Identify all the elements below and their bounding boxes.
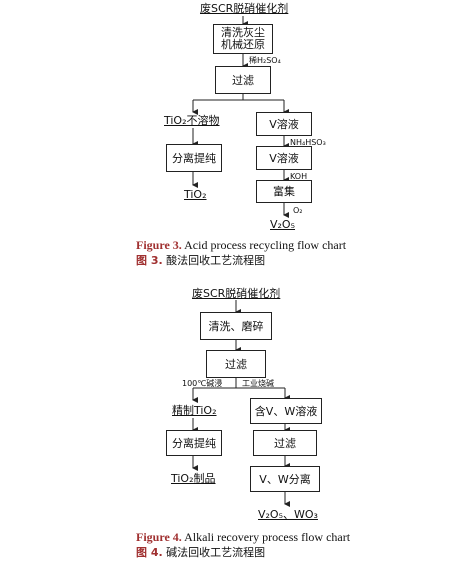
fig4-caption-zh-label: 图 4. bbox=[136, 546, 163, 559]
fig3-v-solution-box-1: V溶液 bbox=[256, 112, 312, 136]
fig3-caption-zh: 图 3. 酸法回收工艺流程图 bbox=[136, 254, 265, 268]
fig4-caption-en: Figure 4. Alkali recovery process flow c… bbox=[136, 530, 350, 544]
fig3-tio2-product: TiO₂ bbox=[184, 188, 207, 201]
fig4-right-edge-label: 工业烧碱 bbox=[242, 379, 274, 388]
fig4-filter-box: 过滤 bbox=[206, 350, 266, 378]
fig3-nh4hso3-edge-label: NH₄HSO₃ bbox=[290, 138, 326, 147]
fig4-vw-solution-box: 含V、W溶液 bbox=[250, 398, 322, 424]
fig3-top-label: 废SCR脱硝催化剂 bbox=[200, 2, 289, 15]
fig4-clean-box: 清洗、磨碎 bbox=[200, 312, 272, 340]
fig4-caption-zh-text: 碱法回收工艺流程图 bbox=[162, 546, 266, 559]
fig3-caption-zh-label: 图 3. bbox=[136, 254, 163, 267]
fig3-v2o5-product: V₂O₅ bbox=[270, 218, 296, 231]
fig3-enrich-box: 富集 bbox=[256, 180, 312, 203]
fig3-clean-box: 清洗灰尘 机械还原 bbox=[213, 24, 273, 54]
fig3-caption-en: Figure 3. Acid process recycling flow ch… bbox=[136, 238, 346, 252]
fig4-separate-box: 分离提纯 bbox=[166, 430, 222, 456]
fig3-caption-en-label: Figure 3. bbox=[136, 238, 182, 252]
fig3-v-solution-box-2: V溶液 bbox=[256, 146, 312, 170]
fig4-left-edge-label: 100℃碱浸 bbox=[182, 379, 223, 388]
fig4-vw-separate-box: V、W分离 bbox=[250, 466, 320, 492]
fig3-koh-edge-label: KOH bbox=[290, 172, 308, 181]
fig3-acid-edge-label: 稀H₂SO₄ bbox=[249, 56, 281, 65]
fig4-top-label: 废SCR脱硝催化剂 bbox=[192, 287, 281, 300]
fig4-tio2-product: TiO₂制品 bbox=[171, 472, 216, 485]
fig4-caption-zh: 图 4. 碱法回收工艺流程图 bbox=[136, 546, 265, 560]
fig4-filter2-box: 过滤 bbox=[253, 430, 317, 456]
fig3-filter-box: 过滤 bbox=[215, 66, 271, 94]
fig3-tio2-residue: TiO₂不溶物 bbox=[164, 114, 220, 127]
fig3-o2-edge-label: O₂ bbox=[293, 206, 303, 215]
fig4-caption-en-label: Figure 4. bbox=[136, 530, 182, 544]
fig4-refined-tio2: 精制TiO₂ bbox=[172, 404, 217, 417]
fig3-separate-box: 分离提纯 bbox=[166, 144, 222, 172]
fig3-caption-en-text: Acid process recycling flow chart bbox=[181, 238, 347, 252]
fig4-v2o5-wo3-product: V₂O₅、WO₃ bbox=[258, 508, 318, 521]
fig3-caption-zh-text: 酸法回收工艺流程图 bbox=[162, 254, 266, 267]
fig4-caption-en-text: Alkali recovery process flow chart bbox=[181, 530, 351, 544]
